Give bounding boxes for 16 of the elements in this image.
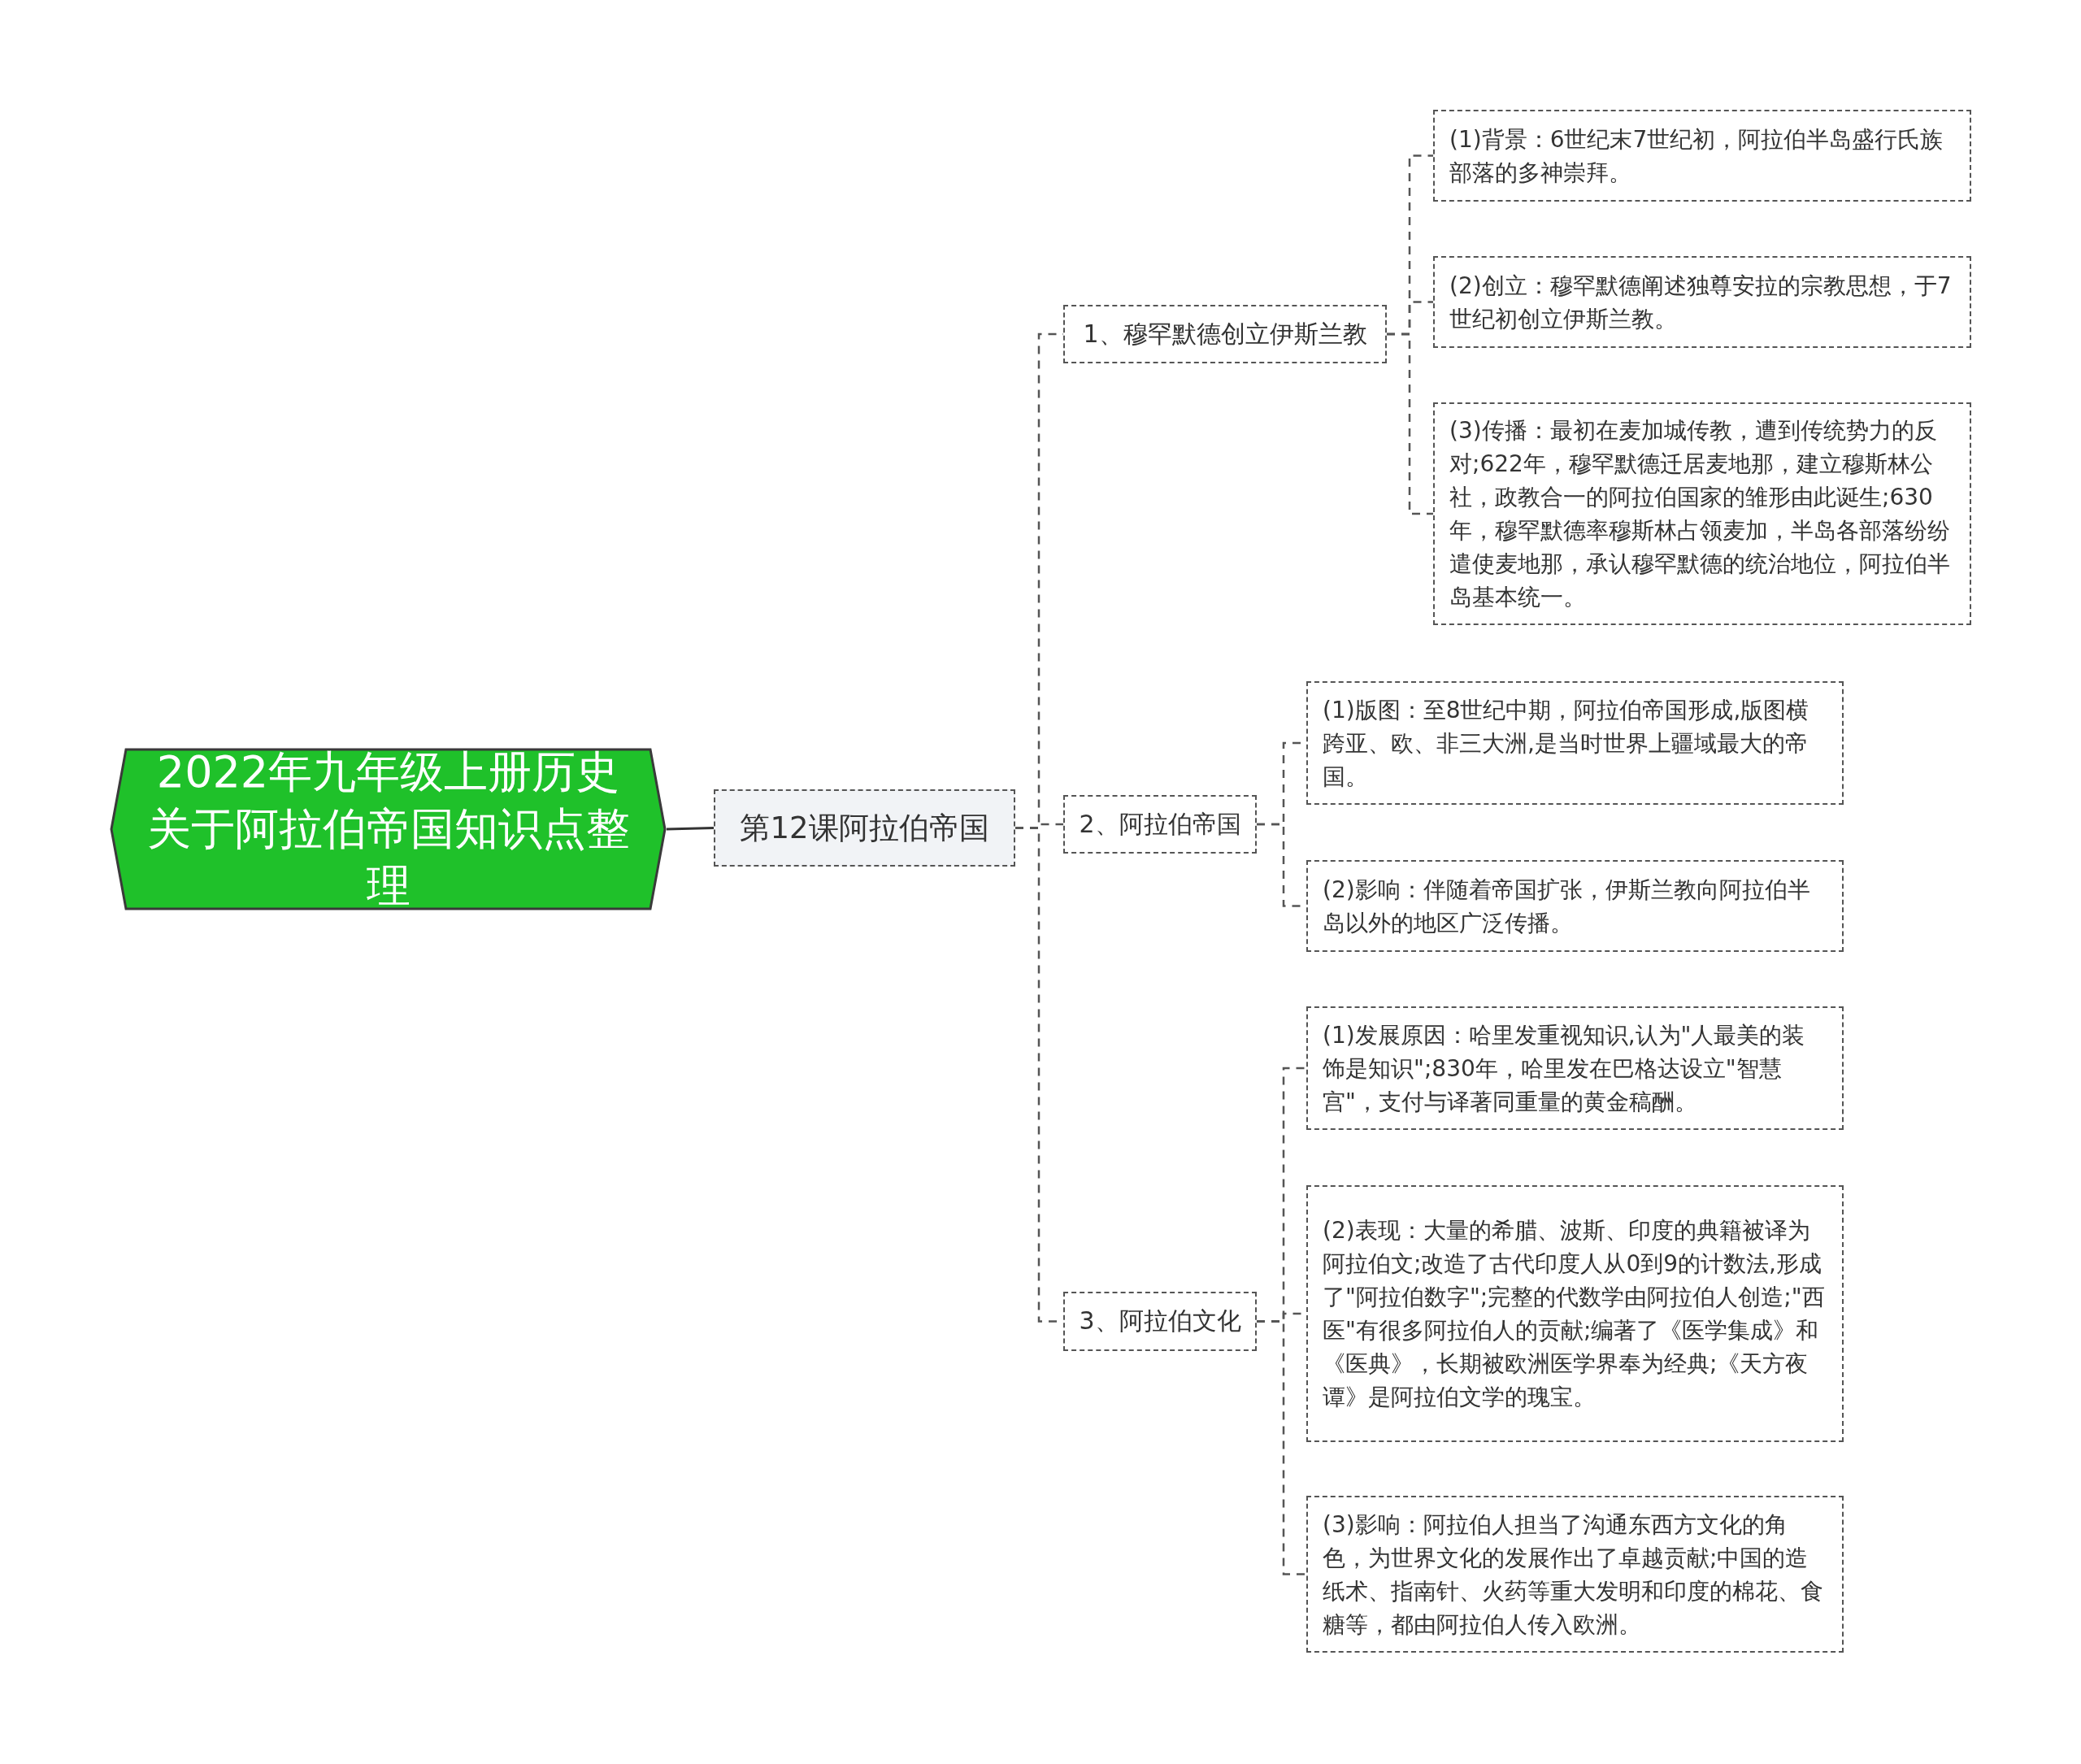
connector	[1257, 1320, 1306, 1575]
note-box: (1)版图：至8世纪中期，阿拉伯帝国形成,版图横跨亚、欧、非三大洲,是当时世界上疆域最大的帝国。	[1306, 681, 1844, 805]
branch-box: 3、阿拉伯文化	[1063, 1292, 1257, 1351]
note-box: (1)背景：6世纪末7世纪初，阿拉伯半岛盛行氏族部落的多神崇拜。	[1433, 110, 1971, 202]
topic-text: 2022年九年级上册历史关于阿拉伯帝国知识点整理	[146, 745, 631, 913]
note-box: (2)创立：穆罕默德阐述独尊安拉的宗教思想，于7世纪初创立伊斯兰教。	[1433, 256, 1971, 348]
note-box: (1)发展原因：哈里发重视知识,认为"人最美的装饰是知识";830年，哈里发在巴格达设立"智慧宫"，支付与译著同重量的黄金稿酬。	[1306, 1006, 1844, 1130]
note-box: (2)影响：伴随着帝国扩张，伊斯兰教向阿拉伯半岛以外的地区广泛传播。	[1306, 860, 1844, 952]
connector	[666, 827, 715, 831]
note-box: (2)表现：大量的希腊、波斯、印度的典籍被译为阿拉伯文;改造了古代印度人从0到9的计数法,形成了"阿拉伯数字";完整的代数学由阿拉伯人创造;"西医"有很多阿拉伯人的贡献;编著了《医学集成》和《医典》，长期被欧洲医学界奉为经典;《天方夜谭》是阿拉伯文学的瑰宝。	[1306, 1185, 1844, 1442]
branch-box: 1、穆罕默德创立伊斯兰教	[1063, 305, 1387, 363]
note-box: (3)影响：阿拉伯人担当了沟通东西方文化的角色，为世界文化的发展作出了卓越贡献;中国的造纸术、指南针、火药等重大发明和印度的棉花、食糖等，都由阿拉伯人传入欧洲。	[1306, 1496, 1844, 1653]
branch-box: 2、阿拉伯帝国	[1063, 795, 1257, 854]
connector	[1387, 332, 1433, 515]
topic-box: 第12课阿拉伯帝国	[714, 789, 1015, 867]
note-box: (3)传播：最初在麦加城传教，遭到传统势力的反对;622年，穆罕默德迁居麦地那，建立穆斯林公社，政教合一的阿拉伯国家的雏形由此诞生;630年，穆罕默德率穆斯林占领麦加，半岛各部落纷纷遣使麦地那，承认穆罕默德的统治地位，阿拉伯半岛基本统一。	[1433, 402, 1971, 625]
